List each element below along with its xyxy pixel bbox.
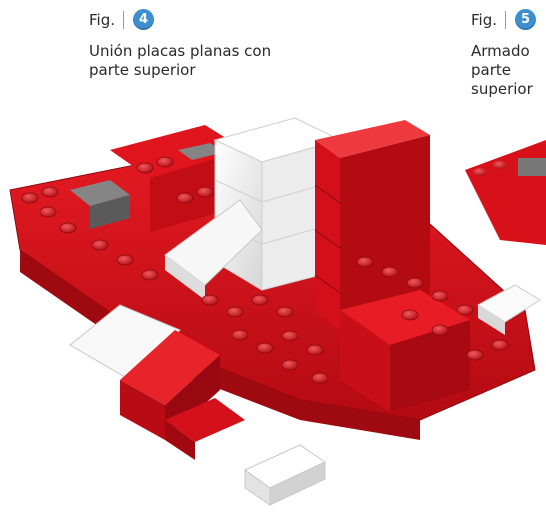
figure-4-caption-line-2: parte superior — [89, 61, 196, 79]
figure-4-separator — [123, 10, 124, 29]
red-lower-block-front — [120, 380, 165, 440]
figure-5-header: Fig. 5 — [471, 9, 536, 30]
wing-plate-side — [20, 250, 420, 440]
gray-tile-left — [70, 180, 130, 206]
figure-5-caption-line-1: Armado — [471, 42, 530, 60]
tail-fin-front — [315, 140, 340, 330]
white-lower-slope — [69, 304, 181, 381]
loose-white-brick-side — [269, 461, 326, 506]
figure-4-header: Fig. 4 — [89, 9, 154, 30]
figure-5-caption: Armado parte superior — [471, 42, 546, 99]
red-lower-block-top — [120, 330, 220, 405]
figure-4-caption: Unión placas planas con parte superior — [89, 42, 309, 80]
red-bottom-brick-front — [165, 420, 195, 460]
white-slope — [164, 199, 263, 286]
front-stack-side — [390, 320, 470, 412]
front-stack-front — [340, 310, 390, 412]
tail-fin-top — [315, 120, 430, 158]
figure-4-caption-line-1: Unión placas planas con — [89, 42, 272, 60]
gray-tile-left-front — [90, 195, 130, 229]
figure-5-label: Fig. — [471, 10, 497, 29]
wing-studs — [21, 156, 509, 384]
gray-tile-rear — [178, 143, 225, 160]
figure-4-number-badge: 4 — [133, 9, 154, 30]
figure-5-number-badge: 5 — [515, 9, 536, 30]
fig5-model-partial — [465, 140, 546, 245]
figure-5-separator — [505, 10, 506, 29]
white-nose-tile-side — [478, 305, 505, 335]
figure-5-caption-line-3: superior — [471, 80, 533, 98]
white-slope-side — [165, 255, 205, 300]
red-bottom-brick — [165, 398, 245, 442]
figure-5-caption-line-2: parte — [471, 61, 511, 79]
figure-4-label: Fig. — [89, 10, 115, 29]
